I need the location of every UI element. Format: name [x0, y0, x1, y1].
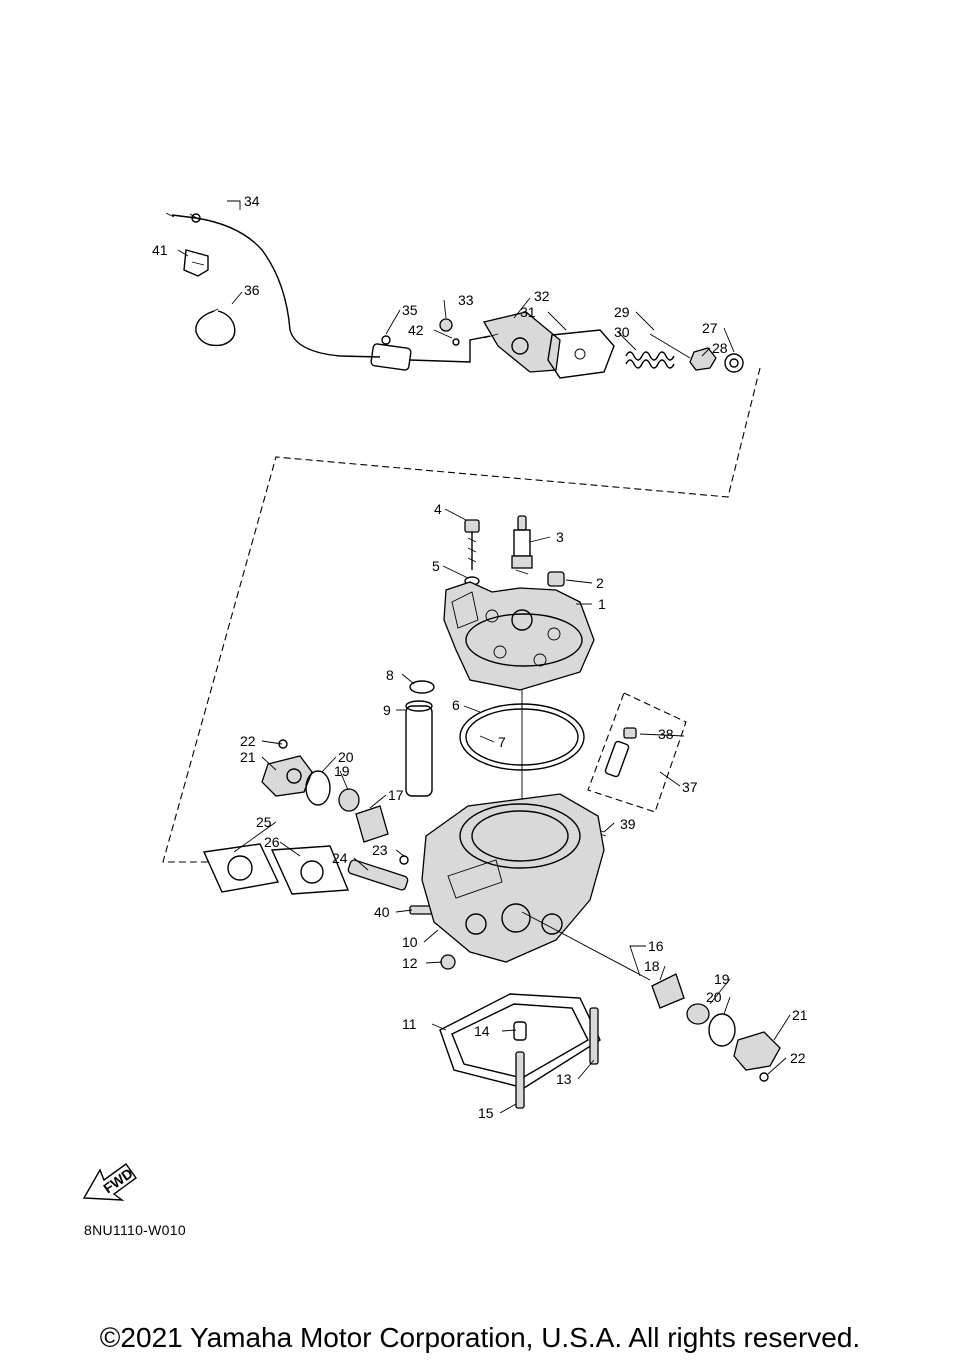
callout-25: 25	[256, 814, 272, 830]
callout-14: 14	[474, 1023, 490, 1039]
collar-pipe	[405, 700, 433, 797]
head-bolt	[464, 519, 480, 586]
callout-12: 12	[402, 955, 418, 971]
head-nut	[547, 571, 565, 587]
callout-2: 2	[596, 575, 604, 591]
valve-spring	[625, 333, 691, 369]
callout-31: 31	[520, 304, 536, 320]
power-valve-cable	[165, 212, 491, 371]
valve-shaft-right	[521, 911, 651, 981]
band-clamp	[195, 308, 236, 347]
cylinder-base-gasket	[439, 993, 601, 1089]
stud-bolts	[515, 1007, 599, 1109]
callout-34: 34	[244, 193, 260, 209]
valve-body-left	[355, 805, 389, 843]
callout-13: 13	[556, 1071, 572, 1087]
callout-16: 16	[648, 938, 664, 954]
callout-26: 26	[264, 834, 280, 850]
diagram-code: 8NU1110-W010	[84, 1222, 186, 1238]
callout-10: 10	[402, 934, 418, 950]
callout-15: 15	[478, 1105, 494, 1121]
callout-labels: 1 2 3 4 5 6 7 8 9 10 11 12 13 14 15 16 1…	[152, 193, 808, 1121]
callout-19: 19	[334, 763, 350, 779]
callout-35: 35	[402, 302, 418, 318]
callout-32: 32	[534, 288, 550, 304]
callout-30: 30	[614, 324, 630, 340]
callout-18: 18	[644, 958, 660, 974]
valve-shaft	[347, 859, 409, 891]
callout-24: 24	[332, 850, 348, 866]
callout-22: 22	[240, 733, 256, 749]
callout-41: 41	[152, 242, 168, 258]
valve-body-right	[651, 973, 685, 1009]
actuator-bracket	[439, 311, 561, 373]
callout-6: 6	[452, 697, 460, 713]
callout-20: 20	[338, 749, 354, 765]
o-ring-small	[409, 680, 435, 694]
o-ring-right	[708, 1013, 736, 1047]
callout-7: 7	[498, 734, 506, 750]
spark-plug	[511, 515, 533, 575]
callout-29: 29	[614, 304, 630, 320]
assembly-boundary-line	[162, 367, 761, 863]
callout-39: 39	[620, 816, 636, 832]
leader-lines	[177, 200, 791, 1114]
injector-group-box	[587, 692, 687, 813]
callout-19b: 19	[714, 971, 730, 987]
callout-3: 3	[556, 529, 564, 545]
callout-21b: 21	[792, 1007, 808, 1023]
bearing-left	[338, 788, 360, 812]
callout-33: 33	[458, 292, 474, 308]
callout-5: 5	[432, 558, 440, 574]
valve-housing-cover-left	[261, 739, 313, 797]
callout-23: 23	[372, 842, 388, 858]
cylinder-head	[443, 581, 595, 691]
callout-22b: 22	[790, 1050, 806, 1066]
intake-spacer	[202, 843, 280, 893]
callout-20b: 20	[706, 989, 722, 1005]
cylinder-block	[421, 793, 605, 963]
callout-9: 9	[383, 702, 391, 718]
small-nut-left	[399, 855, 409, 865]
valve-pulley	[689, 347, 744, 373]
callout-36: 36	[244, 282, 260, 298]
fuel-injector	[591, 727, 637, 837]
intake-gasket	[270, 845, 350, 895]
callout-42: 42	[408, 322, 424, 338]
valve-housing-cover-right	[733, 1031, 781, 1082]
callout-4: 4	[434, 501, 442, 517]
callout-11: 11	[402, 1016, 417, 1032]
callout-8: 8	[386, 667, 394, 683]
callout-1: 1	[598, 596, 606, 612]
cable-clip	[183, 249, 209, 277]
callout-27: 27	[702, 320, 718, 336]
callout-21: 21	[240, 749, 256, 765]
callout-38: 38	[658, 726, 674, 742]
o-ring-left	[305, 770, 331, 806]
callout-28: 28	[712, 340, 728, 356]
forward-direction-arrow: FWD	[82, 1163, 137, 1201]
callout-40: 40	[374, 904, 390, 920]
bearing-right	[686, 1003, 710, 1025]
dowel-pin	[513, 1021, 527, 1041]
callout-17: 17	[388, 787, 404, 803]
callout-37: 37	[682, 779, 698, 795]
copyright-notice: ©2021 Yamaha Motor Corporation, U.S.A. A…	[99, 1322, 861, 1353]
drain-bolt	[440, 954, 456, 970]
actuator-cover-gasket	[547, 329, 615, 379]
